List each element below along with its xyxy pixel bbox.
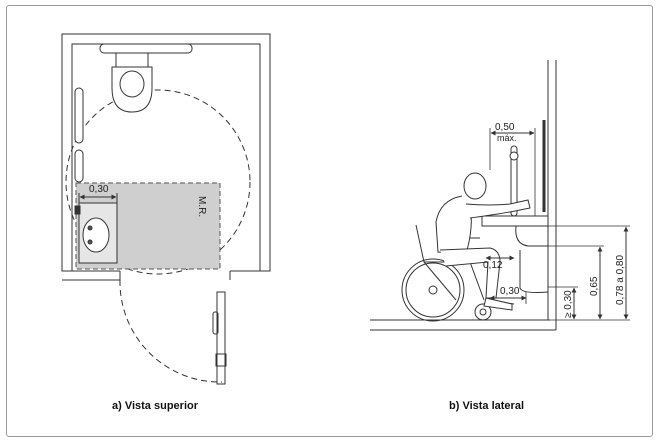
sink-basin xyxy=(515,225,549,247)
wheelchair-caster xyxy=(474,303,492,321)
person-foot xyxy=(483,297,513,311)
top-view xyxy=(61,33,271,385)
dim-label-depth: 0,30 xyxy=(500,286,520,297)
dim-label-h-max: 0,78 a 0,80 xyxy=(615,255,626,305)
door-handle-bar xyxy=(212,311,219,335)
door-stop xyxy=(215,353,227,367)
person-arm xyxy=(465,199,531,219)
sink-pipe xyxy=(519,250,549,293)
door-swing-arc xyxy=(119,279,223,383)
dim-label-width: 0,30 xyxy=(89,184,109,195)
sink-counter xyxy=(481,215,549,227)
turning-circle xyxy=(65,89,251,275)
side-view xyxy=(370,60,630,331)
toilet-tank xyxy=(115,52,149,68)
person-head xyxy=(463,172,487,200)
dim-label-h-mid: 0,65 xyxy=(589,276,600,296)
top-grab-bar xyxy=(99,43,193,54)
caption-top-view: a) Vista superior xyxy=(112,400,199,412)
caption-side-view: b) Vista lateral xyxy=(449,400,524,412)
dim-label-reach-sub: máx. xyxy=(497,133,517,143)
door-leaf xyxy=(216,291,226,385)
wheelchair-wheel xyxy=(401,258,465,322)
person-legs xyxy=(439,247,501,299)
left-grab-bar-upper xyxy=(74,87,84,144)
mr-label: M.R. xyxy=(196,196,207,217)
dim-label-knee: 0,12 xyxy=(483,260,503,271)
dim-label-h-min: ≥ 0,30 xyxy=(563,290,574,318)
person-torso xyxy=(435,195,472,255)
dim-label-reach: 0,50 xyxy=(495,122,515,133)
left-grab-bar-lower xyxy=(74,149,84,183)
sink-tap xyxy=(74,205,81,215)
